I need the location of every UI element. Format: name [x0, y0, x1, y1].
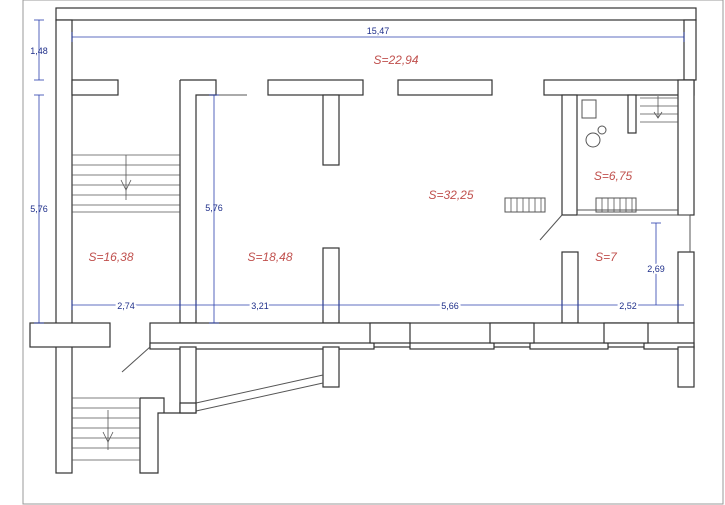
wc-wall-right: [677, 79, 695, 216]
area-label-left: S=16,38: [88, 250, 133, 264]
toilet-bowl: [585, 132, 601, 148]
area-label-middle: S=18,48: [247, 250, 292, 264]
area-label-top: S=22,94: [373, 53, 418, 67]
pier-right-2: [677, 251, 695, 324]
dim-overall-width-label: 15,47: [367, 26, 390, 36]
lower-entry-wall: [139, 397, 197, 474]
wc-stair: [640, 96, 678, 123]
beam-mid-1: [267, 79, 364, 96]
area-label-wc: S=6,75: [594, 169, 633, 183]
bottom-wall-left-ledge: [29, 322, 111, 348]
pier-bottom: [322, 247, 340, 324]
stair-partition: [179, 79, 217, 324]
dim-top-offset-label: 1,48: [30, 46, 48, 56]
toilet-tank: [581, 99, 597, 119]
pier-top: [322, 94, 340, 166]
window-frame-1: [369, 322, 411, 344]
ramp: [195, 374, 324, 404]
lower-stair: [72, 397, 140, 461]
dim-bay-4-label: 2,52: [619, 301, 637, 311]
dim-overall-width: 15,47: [71, 26, 685, 42]
beam-right: [543, 79, 695, 96]
wc-partition: [627, 94, 637, 134]
dim-right-height: 2,69: [645, 222, 667, 305]
beam-mid-2: [397, 79, 493, 96]
beam-left: [71, 79, 119, 96]
ramp-2: [195, 382, 324, 412]
radiator-1: [504, 197, 546, 213]
top-exterior-wall: [55, 7, 697, 21]
lower-pier-2: [322, 346, 340, 388]
radiator-2: [595, 197, 637, 213]
dim-bay-3-label: 5,66: [441, 301, 459, 311]
window-sill-1: [149, 342, 375, 350]
dim-top-offset: 1,48: [30, 19, 48, 81]
dim-middle-height-label: 5,76: [205, 203, 223, 213]
door-swing: [539, 214, 563, 241]
wc-wall-left: [561, 94, 578, 216]
dim-right-height-label: 2,69: [647, 264, 665, 274]
sink: [597, 125, 607, 135]
main-stair: [72, 154, 180, 213]
window-frame-3: [603, 322, 649, 344]
area-label-right-small: S=7: [595, 250, 618, 264]
dim-bays: 2,74 3,21 5,66 2,52: [71, 299, 684, 313]
window-frame-2: [489, 322, 535, 344]
window-sill-2: [409, 342, 495, 350]
dim-middle-height: 5,76: [205, 94, 223, 324]
area-label-central: S=32,25: [428, 188, 473, 202]
lower-pier-3: [677, 346, 695, 388]
dim-bay-2-label: 3,21: [251, 301, 269, 311]
dim-left-height: 5,76: [30, 94, 48, 324]
window-sill-3: [529, 342, 609, 350]
left-exterior-wall: [55, 19, 73, 474]
entry-diagonal: [121, 346, 151, 373]
drawing-frame: [22, 0, 724, 505]
dim-bay-1-label: 2,74: [117, 301, 135, 311]
dim-left-height-label: 5,76: [30, 204, 48, 214]
pier-right-1: [561, 251, 579, 324]
right-exterior-wall: [683, 19, 697, 81]
window-sill-4: [643, 342, 695, 350]
